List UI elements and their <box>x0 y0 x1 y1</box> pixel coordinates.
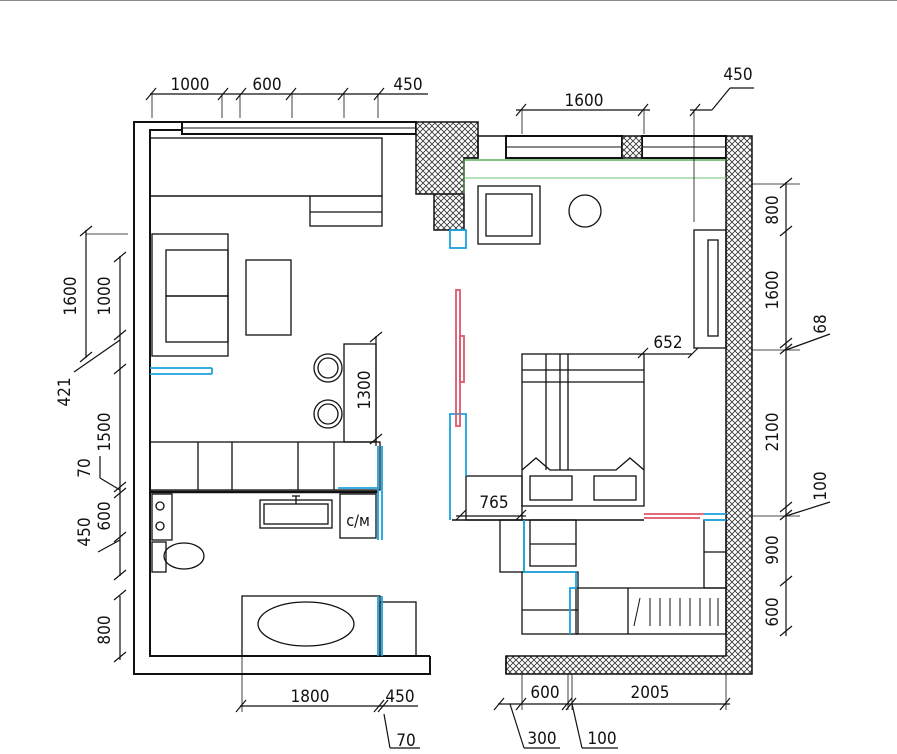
stove <box>151 493 173 541</box>
dim-bottom-600: 600 <box>530 683 559 703</box>
bar-stool-1 <box>313 353 343 383</box>
dim-left-70: 70 <box>75 458 95 477</box>
dim-left-450: 450 <box>75 517 95 546</box>
washing-machine <box>339 493 377 539</box>
dim-right-68: 68 <box>811 314 831 333</box>
dimension-lines <box>73 87 831 749</box>
dim-top-1600: 1600 <box>565 91 604 111</box>
dim-bottom-450: 450 <box>385 687 414 707</box>
dim-bottom-2005: 2005 <box>631 683 670 703</box>
armchair <box>477 185 541 245</box>
dim-right-800: 800 <box>763 195 783 224</box>
dim-left-600: 600 <box>95 501 115 530</box>
left-inner-wall <box>149 129 430 657</box>
dim-bottom-70: 70 <box>396 731 415 751</box>
column-top-mid <box>621 135 643 159</box>
sofa <box>151 233 229 357</box>
closet <box>575 587 727 635</box>
dim-bar-1300: 1300 <box>355 371 375 410</box>
dim-top-450: 450 <box>393 75 422 95</box>
dim-left-1000: 1000 <box>95 277 115 316</box>
blue-partitions <box>150 229 726 656</box>
closet-hangers <box>633 597 719 627</box>
dim-right-2100: 2100 <box>763 413 783 452</box>
dim-left-421: 421 <box>55 377 75 406</box>
kitchen-upper-cabinet <box>149 137 383 197</box>
right-wall <box>505 135 753 675</box>
dim-left-1600: 1600 <box>61 277 81 316</box>
bar-stool-2 <box>313 399 343 429</box>
bathtub <box>241 595 381 657</box>
top-border-line <box>0 0 897 1</box>
dim-top-600: 600 <box>252 75 281 95</box>
washer-label: с/м <box>346 511 370 530</box>
red-partitions <box>455 289 700 519</box>
column-top-center <box>415 121 479 231</box>
dim-door-765: 765 <box>479 493 508 513</box>
dim-left-1500: 1500 <box>95 413 115 452</box>
left-outer-wall <box>133 121 431 675</box>
pillow-2 <box>593 475 637 501</box>
tv-stand <box>693 229 727 349</box>
dim-top-1000: 1000 <box>171 75 210 95</box>
dim-bottom-100: 100 <box>587 729 616 749</box>
cabinet-block <box>309 195 383 227</box>
dim-top-450-right: 450 <box>723 65 752 85</box>
green-line <box>463 159 726 194</box>
wardrobe <box>499 519 525 573</box>
dim-bottom-1800: 1800 <box>291 687 330 707</box>
dim-right-100: 100 <box>811 471 831 500</box>
hatched-walls <box>415 121 753 675</box>
dim-right-1600: 1600 <box>763 271 783 310</box>
dim-right-600: 600 <box>763 597 783 626</box>
round-table <box>568 194 602 228</box>
bed <box>521 353 645 507</box>
pillow-1 <box>529 475 573 501</box>
dim-right-900: 900 <box>763 535 783 564</box>
dim-bottom-300: 300 <box>527 729 556 749</box>
dim-left-800: 800 <box>95 615 115 644</box>
toilet-bowl <box>163 542 205 570</box>
walls <box>133 121 727 675</box>
kitchen-counter <box>149 441 381 491</box>
coffee-table <box>245 259 292 336</box>
dim-bed-652: 652 <box>653 333 682 353</box>
toilet-tank <box>151 541 167 573</box>
